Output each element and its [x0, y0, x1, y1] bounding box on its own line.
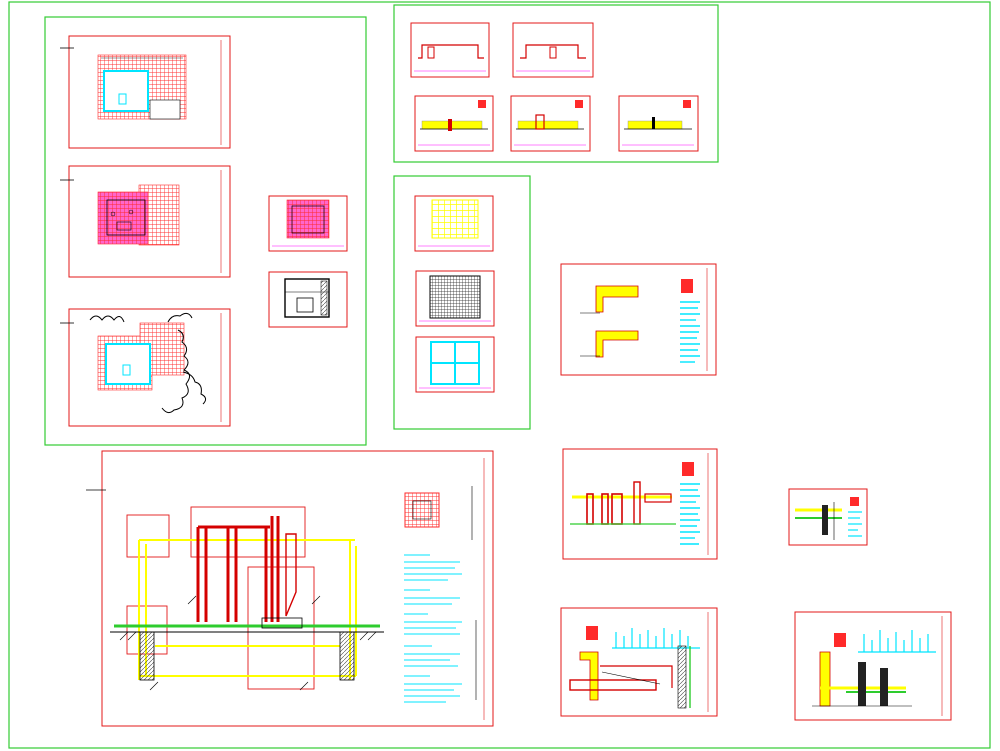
notes-block: [680, 301, 700, 363]
roof-plans-group[interactable]: [393, 175, 531, 430]
small-plan-sheet-red[interactable]: [268, 195, 348, 252]
roof-grid-sheet-yellow[interactable]: [414, 195, 494, 252]
elevation-sheet-1[interactable]: [410, 22, 490, 78]
detail-sheet-4[interactable]: [794, 611, 952, 721]
site-plan-sheet[interactable]: [60, 308, 231, 427]
elevation-sheet-2[interactable]: [512, 22, 594, 78]
section-sheet-1[interactable]: [414, 95, 494, 152]
outer-frame: [8, 1, 991, 749]
main-section-sheet[interactable]: [86, 450, 494, 727]
title-stamp-icon: [681, 279, 693, 293]
roof-glass-sheet-cyan[interactable]: [415, 336, 495, 393]
detail-sheet-1[interactable]: [560, 263, 717, 376]
roof-grid-sheet-black[interactable]: [415, 270, 495, 327]
detail-sheet-small[interactable]: [788, 488, 868, 546]
section-sheet-2[interactable]: [510, 95, 591, 152]
pool-outline-icon: [118, 93, 127, 105]
floor-plan-sheet-2[interactable]: [60, 165, 231, 278]
floor-plan-sheet-1[interactable]: [60, 35, 231, 149]
tree-outline-icon: [89, 315, 125, 323]
plans-group[interactable]: [44, 16, 367, 446]
elevations-group[interactable]: [393, 4, 719, 163]
section-sheet-3[interactable]: [618, 95, 699, 152]
detail-sheet-3[interactable]: [560, 607, 718, 717]
small-plan-sheet-black[interactable]: [268, 271, 348, 328]
detail-sheet-2[interactable]: [562, 448, 718, 560]
